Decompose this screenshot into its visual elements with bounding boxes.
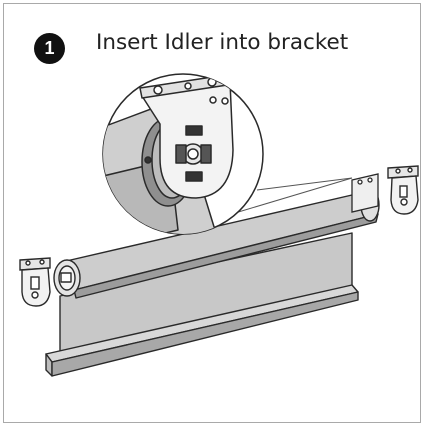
right-end-bracket-icon <box>351 173 379 213</box>
step-number-badge: 1 <box>34 33 65 64</box>
magnifier-leader-lines <box>234 177 353 214</box>
roller-blind-icon <box>45 188 380 377</box>
step-instruction: Insert Idler into bracket <box>96 30 349 55</box>
right-bracket-icon <box>387 165 419 215</box>
left-bracket-icon <box>19 257 51 307</box>
